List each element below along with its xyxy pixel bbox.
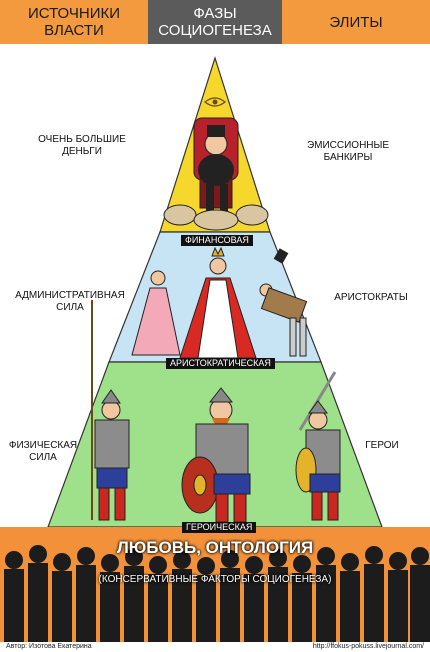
banker-figure (163, 117, 269, 231)
crowd-silhouettes (4, 545, 430, 642)
header-phases-label: ФАЗЫ СОЦИОГЕНЕЗА (158, 5, 272, 39)
source-heroic: ФИЗИЧЕСКАЯ СИЛА (8, 440, 78, 463)
header-sociogenesis-phases: ФАЗЫ СОЦИОГЕНЕЗА (148, 0, 282, 44)
elite-aristocratic: АРИСТОКРАТЫ (334, 292, 408, 303)
source-financial: ОЧЕНЬ БОЛЬШИЕ ДЕНЬГИ (38, 134, 126, 157)
header-elites: ЭЛИТЫ (282, 0, 430, 44)
elite-financial: ЭМИССИОННЫЕ БАНКИРЫ (306, 140, 390, 163)
aristocrats-figures (131, 246, 308, 359)
header-power-sources-label: ИСТОЧНИКИ ВЛАСТИ (27, 5, 121, 39)
base-title: ЛЮБОВЬ, ОНТОЛОГИЯ (116, 538, 314, 557)
phase-label-heroic: ГЕРОИЧЕСКАЯ (182, 522, 257, 533)
phase-label-aristocratic: АРИСТОКРАТИЧЕСКАЯ (166, 358, 275, 369)
phase-label-financial: ФИНАНСОВАЯ (181, 235, 253, 246)
footer-url: http://ffokus-pokuss.livejournal.com/ (312, 643, 424, 650)
eye-icon (204, 97, 226, 107)
elite-heroic: ГЕРОИ (365, 440, 399, 451)
header-power-sources: ИСТОЧНИКИ ВЛАСТИ (0, 0, 148, 44)
base-subtitle: (КОНСЕРВАТИВНЫЕ ФАКТОРЫ СОЦИОГЕНЕЗА) (98, 574, 332, 585)
heroes-figures (91, 300, 341, 523)
footer-author: Автор: Изотова Екатерина (6, 643, 92, 650)
source-aristocratic: АДМИНИСТРАТИВНАЯ СИЛА (15, 290, 125, 313)
header-elites-label: ЭЛИТЫ (329, 13, 383, 31)
